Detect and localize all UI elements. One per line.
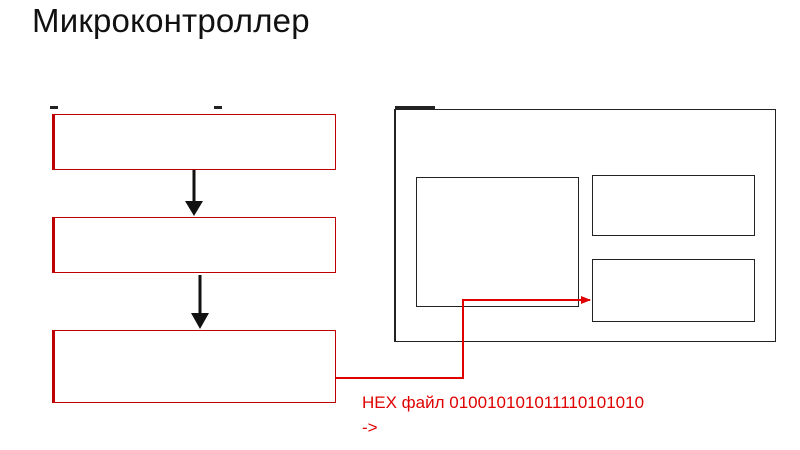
mc-block-left <box>416 177 579 307</box>
hex-transfer-arrow <box>336 296 591 379</box>
down-arrow-1 <box>185 170 203 216</box>
hex-label-line-2: -> <box>362 418 378 437</box>
hex-file-label: HEX файл 010010101011110101010 -> <box>362 390 742 440</box>
down-arrow-2 <box>191 275 209 329</box>
mc-block-bottom-right <box>592 259 755 322</box>
flow-step-2-box <box>52 217 336 273</box>
left-header-stub-2 <box>214 106 222 109</box>
right-header-stub <box>395 106 435 109</box>
mc-block-top-right <box>592 175 755 236</box>
flow-step-3-box <box>52 330 336 403</box>
slide-title: Микроконтроллер <box>32 2 310 39</box>
left-header-stub <box>50 106 58 109</box>
hex-label-line-1: HEX файл 010010101011110101010 <box>362 393 645 412</box>
flow-step-1-box <box>52 114 336 170</box>
